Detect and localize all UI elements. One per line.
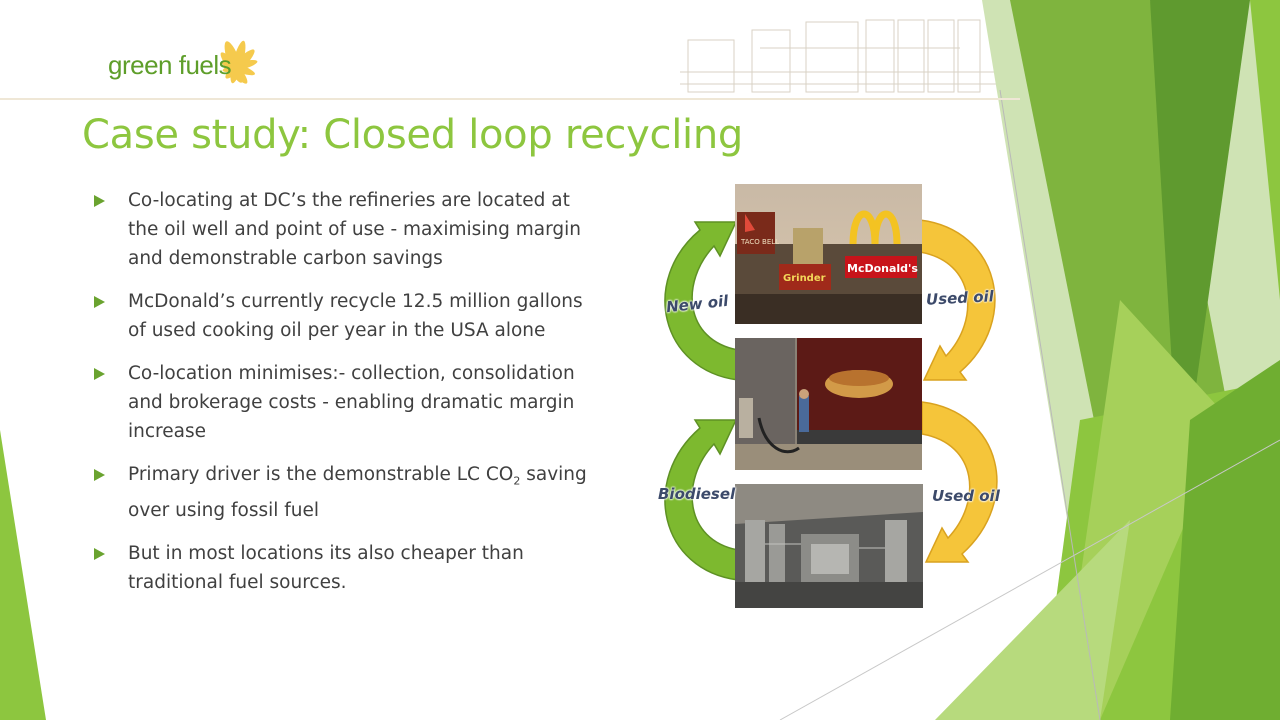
sunflower-icon bbox=[220, 40, 258, 84]
photo-refinery-plant bbox=[735, 484, 923, 608]
bullet-arrow-icon bbox=[94, 296, 105, 308]
svg-text:McDonald's: McDonald's bbox=[847, 262, 918, 275]
bullet-text: McDonald’s currently recycle 12.5 millio… bbox=[128, 291, 583, 341]
page-title: Case study: Closed loop recycling bbox=[82, 112, 743, 158]
recycling-cycle-arrows bbox=[664, 219, 998, 581]
svg-text:Grinder: Grinder bbox=[783, 273, 826, 284]
bullet-item: Primary driver is the demonstrable LC CO… bbox=[92, 460, 602, 525]
logo-text: green fuels bbox=[108, 50, 232, 80]
bullet-arrow-icon bbox=[94, 368, 105, 380]
bullet-item: Co-location minimises:- collection, cons… bbox=[92, 359, 602, 446]
bullet-item: But in most locations its also cheaper t… bbox=[92, 539, 602, 597]
bullet-item: McDonald’s currently recycle 12.5 millio… bbox=[92, 287, 602, 345]
svg-text:TACO BELL: TACO BELL bbox=[740, 238, 779, 246]
bullet-list: Co-locating at DC’s the refineries are l… bbox=[92, 186, 602, 611]
label-used-oil-top: Used oil bbox=[925, 287, 995, 309]
yellow-arrow-used-oil-top bbox=[919, 219, 996, 381]
label-biodiesel: Biodiesel bbox=[658, 485, 736, 503]
photo-truck-refueling bbox=[735, 338, 922, 470]
bullet-arrow-icon bbox=[94, 547, 105, 560]
header-divider bbox=[0, 98, 1020, 100]
yellow-arrow-used-oil-bottom bbox=[921, 401, 998, 563]
bullet-item: Co-locating at DC’s the refineries are l… bbox=[92, 186, 602, 273]
bullet-text: Co-locating at DC’s the refineries are l… bbox=[128, 190, 582, 269]
bullet-text: Primary driver is the demonstrable LC CO… bbox=[128, 464, 587, 521]
green-fuels-logo: green fuels bbox=[108, 22, 278, 106]
photo-restaurant-signs: TACO BELL Grinder McDonald's bbox=[735, 184, 922, 324]
green-arrow-new-oil bbox=[664, 221, 739, 381]
bullet-text: But in most locations its also cheaper t… bbox=[128, 542, 524, 593]
bullet-text: Co-location minimises:- collection, cons… bbox=[128, 363, 575, 442]
green-arrow-biodiesel bbox=[664, 419, 739, 581]
label-used-oil-bottom: Used oil bbox=[932, 487, 1000, 505]
bullet-arrow-icon bbox=[94, 469, 105, 481]
bullet-arrow-icon bbox=[94, 195, 105, 207]
